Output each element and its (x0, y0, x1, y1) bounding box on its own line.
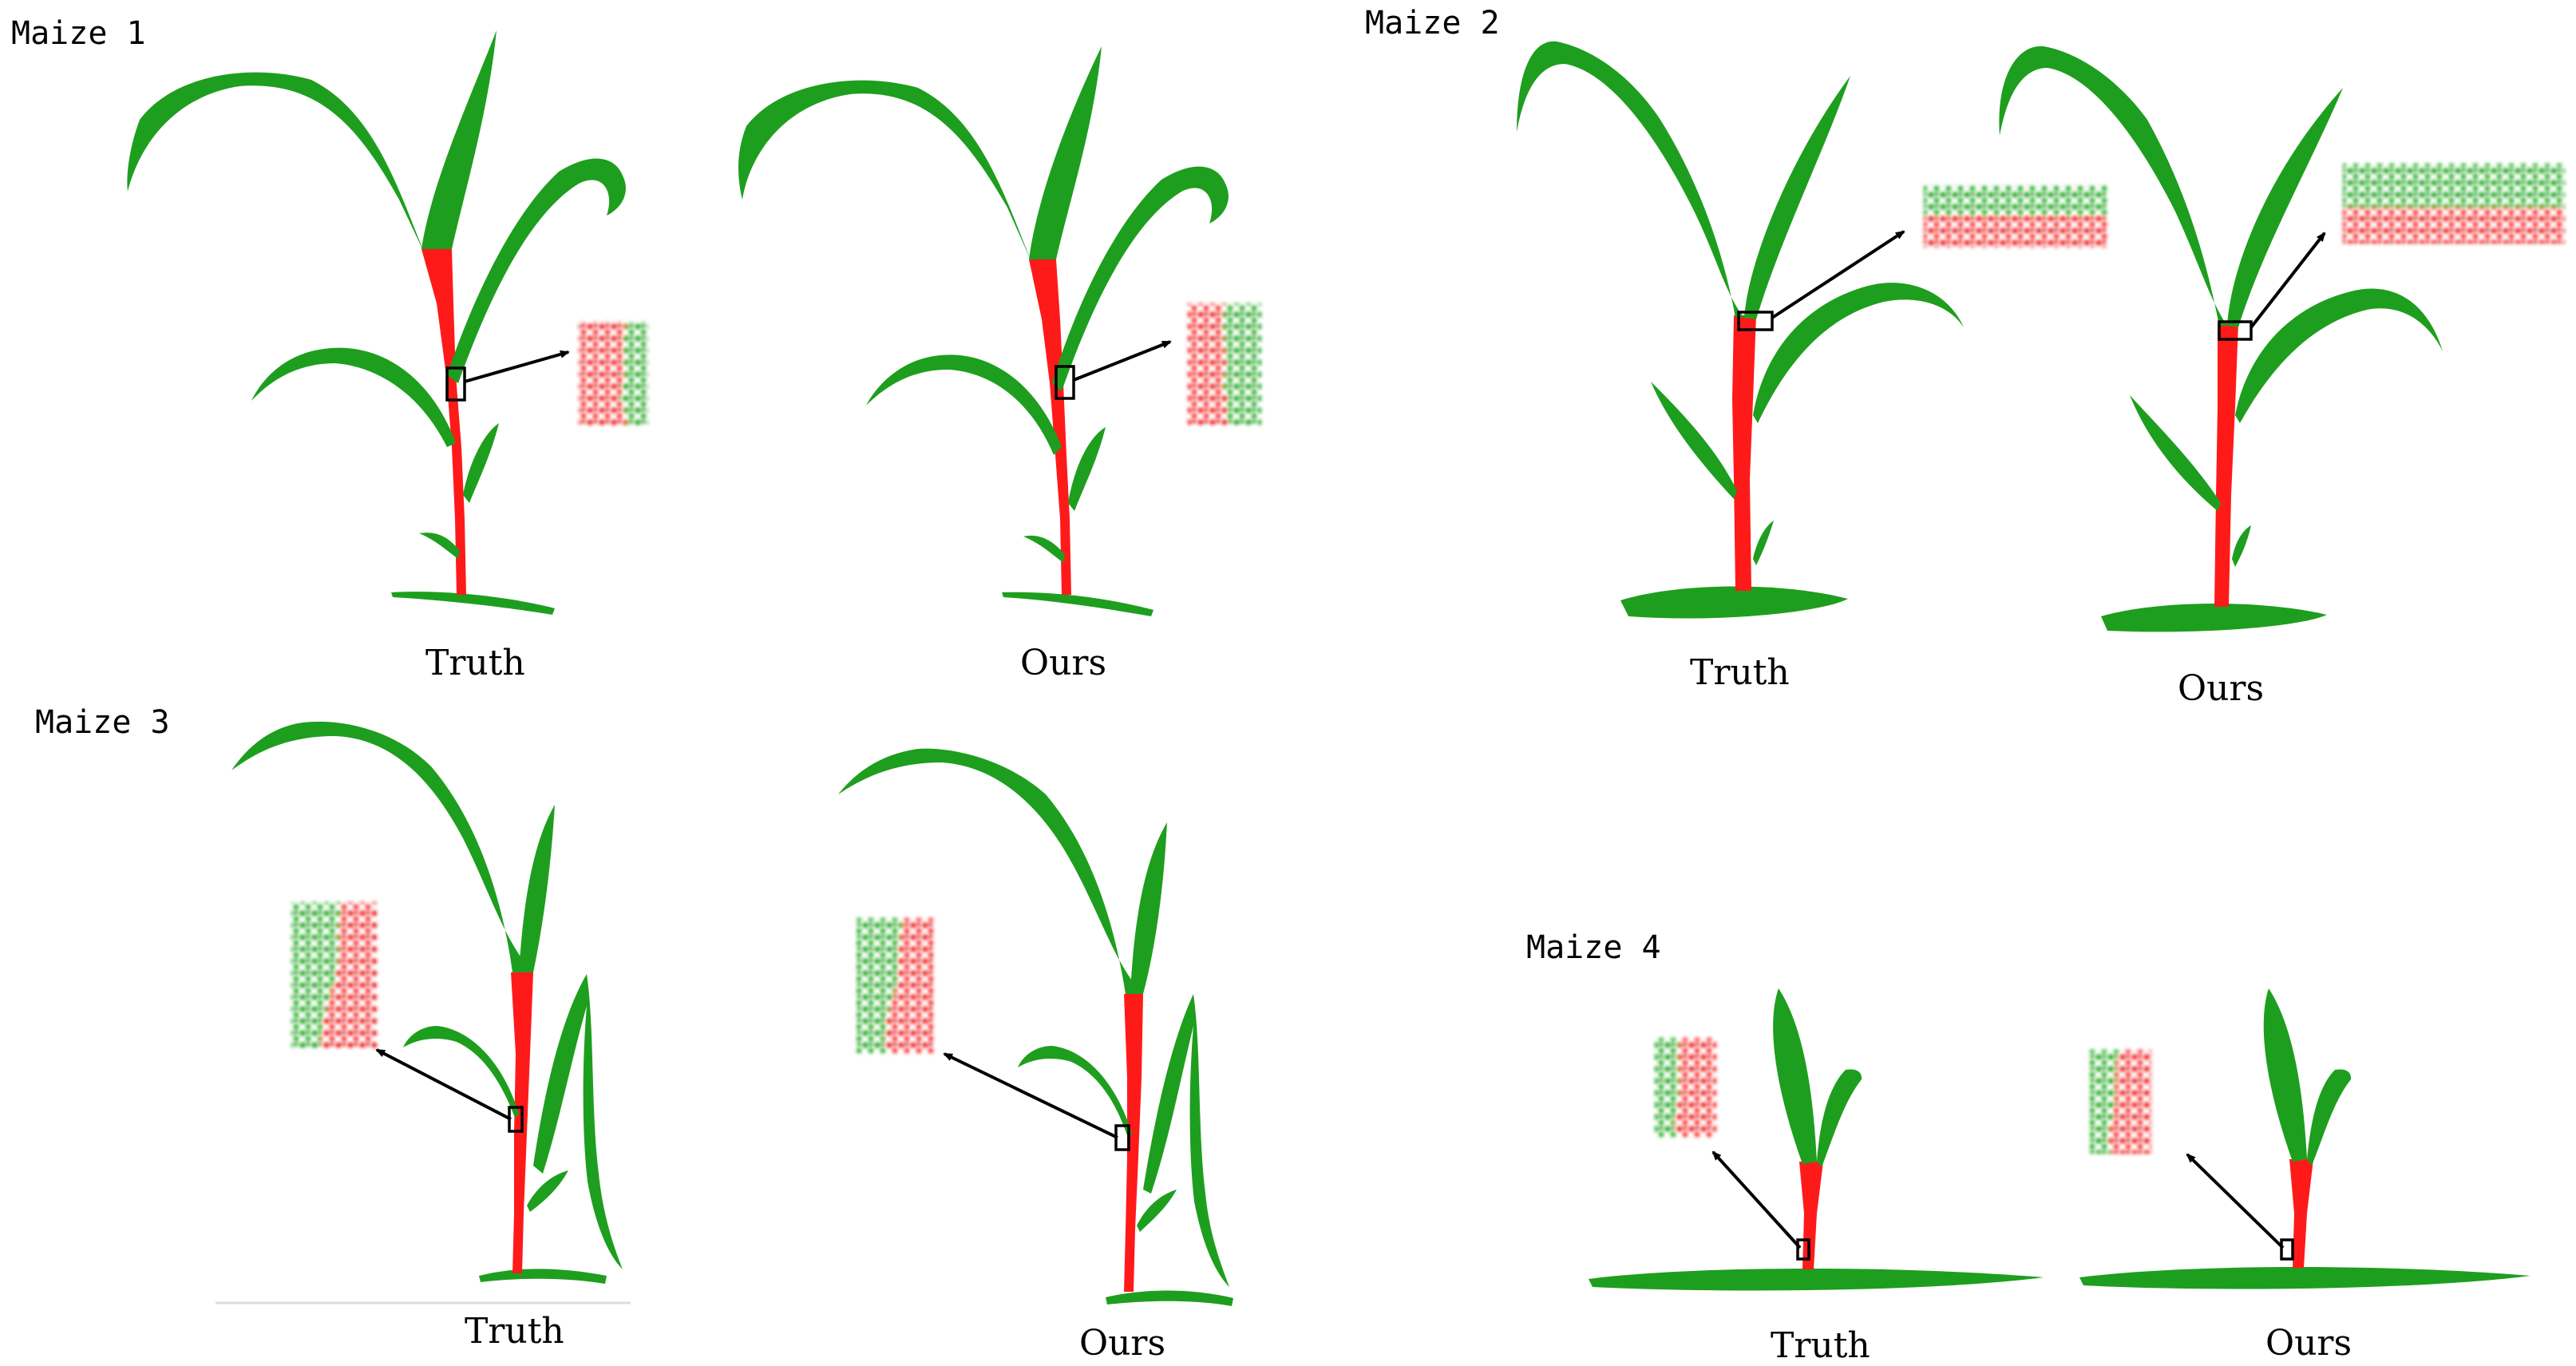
zoom-arrow (464, 350, 570, 383)
left-lower-leaf (866, 354, 1062, 455)
left-lower-leaf (1018, 1046, 1132, 1138)
right-long-leaf (1143, 994, 1229, 1287)
zoom-arrow (1771, 230, 1905, 319)
zoom-inset (2089, 1050, 2151, 1154)
caption-maize-1-ours: Ours (1020, 643, 1106, 683)
panel-title-maize-1: Maize 1 (11, 15, 146, 52)
zoom-arrow (375, 1048, 512, 1121)
caption-maize-1-truth: Truth (425, 643, 525, 683)
right-lower-leaf (2235, 288, 2443, 423)
upright-leaf (2227, 88, 2343, 327)
ground-leaf (1620, 586, 1848, 619)
top-leaf (421, 30, 497, 249)
long-arching-leaf (838, 748, 1143, 994)
maize-1-truth-plant (127, 30, 626, 615)
right-lower-leaf (1753, 283, 1964, 423)
ground-leaf (391, 592, 555, 615)
zoom-box (2218, 320, 2253, 341)
caption-maize-2-ours: Ours (2178, 668, 2264, 709)
ground-leaf (2079, 1266, 2530, 1289)
caption-maize-2-truth: Truth (1690, 652, 1790, 693)
ground-leaf (2101, 603, 2327, 632)
small-leaf (2232, 525, 2251, 567)
small-leaf (1068, 427, 1106, 511)
zoom-inset (1188, 303, 1261, 425)
upright-leaf (1744, 76, 1850, 319)
maize-2-truth-plant (1517, 41, 1964, 619)
left-lower-leaf (2130, 395, 2221, 511)
zoom-inset (1924, 185, 2107, 247)
zoom-box (445, 366, 466, 402)
ground-leaf (1589, 1268, 2044, 1291)
zoom-inset (579, 322, 648, 427)
zoom-arrow (2186, 1153, 2285, 1249)
zoom-arrow (1073, 340, 1172, 382)
caption-maize-3-ours: Ours (1079, 1323, 1165, 1364)
right-long-leaf (533, 974, 623, 1269)
small-leaf (1753, 521, 1774, 565)
left-arching-leaf (1517, 41, 1744, 319)
maize-4-truth-plant (1589, 988, 2044, 1291)
stem (1799, 1162, 1823, 1269)
long-arching-leaf (231, 721, 533, 972)
upright-leaf (519, 805, 555, 972)
small-bottom-leaf (419, 533, 460, 559)
stem (421, 249, 466, 595)
small-leaf (527, 1170, 568, 1212)
right-arching-leaf (447, 158, 626, 384)
zoom-box (1055, 365, 1075, 400)
caption-maize-4-ours: Ours (2265, 1323, 2352, 1364)
left-lower-leaf (1651, 382, 1737, 499)
zoom-inset (857, 918, 934, 1054)
zoom-inset (291, 902, 377, 1048)
small-leaf (463, 423, 499, 503)
center-leaf (1773, 988, 1817, 1164)
zoom-arrow (2250, 232, 2326, 329)
zoom-inset (1655, 1038, 1716, 1138)
top-leaf (1029, 46, 1102, 259)
zoom-inset (2343, 164, 2565, 244)
small-bottom-leaf (1023, 535, 1065, 563)
zoom-box (2280, 1238, 2294, 1261)
maize-1-ours-plant (738, 46, 1229, 616)
left-arching-leaf (738, 80, 1032, 263)
small-right-leaf (2311, 1100, 2337, 1150)
zoom-box (1737, 311, 1774, 331)
zoom-box (1796, 1238, 1810, 1261)
caption-maize-4-truth: Truth (1771, 1325, 1870, 1366)
center-leaf (2263, 988, 2307, 1162)
stem (2214, 323, 2238, 607)
stem (1732, 315, 1756, 591)
panel-title-maize-2: Maize 2 (1365, 5, 1500, 42)
small-leaf (1137, 1190, 1177, 1232)
maize-4-ours-plant (2079, 988, 2530, 1289)
stem (2289, 1159, 2313, 1268)
panel-title-maize-4: Maize 4 (1526, 929, 1661, 966)
upright-leaf (1130, 822, 1167, 994)
stem (1029, 259, 1071, 595)
left-lower-leaf (251, 347, 456, 447)
zoom-arrow (1711, 1150, 1802, 1249)
right-arching-leaf (1052, 166, 1229, 392)
maize-2-ours-plant (1999, 46, 2443, 632)
panel-title-maize-3: Maize 3 (35, 704, 170, 741)
caption-maize-3-truth: Truth (465, 1311, 564, 1352)
ground-leaf (1106, 1290, 1233, 1306)
left-arching-leaf (127, 72, 425, 255)
maize-3-ours-plant (838, 748, 1233, 1306)
ground-leaf (479, 1269, 607, 1284)
maize-3-truth-plant (216, 721, 631, 1305)
stem (1124, 994, 1143, 1292)
zoom-arrow (943, 1052, 1118, 1139)
left-arching-leaf (1999, 46, 2227, 326)
left-lower-leaf (403, 1026, 519, 1118)
small-right-leaf (1822, 1100, 1848, 1150)
ground-leaf (1002, 592, 1153, 616)
